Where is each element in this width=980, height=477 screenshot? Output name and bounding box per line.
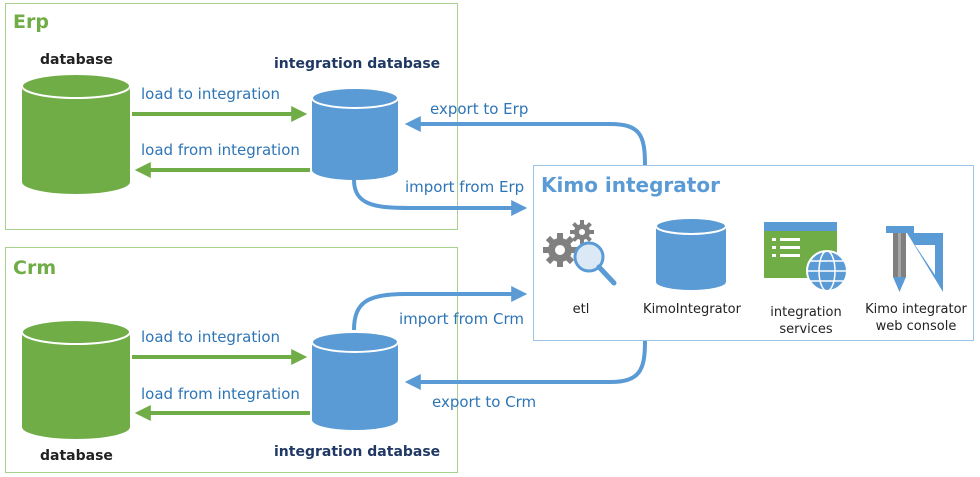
import-from-crm-label: import from Crm [399, 310, 524, 328]
database-icon [655, 217, 727, 290]
kimo-integrator-title: Kimo integrator [541, 173, 720, 197]
crm-integration-database-label: integration database [274, 444, 441, 460]
import-from-erp-arrow [352, 179, 528, 216]
export-to-erp-arrow [404, 116, 647, 166]
crm-integration-database-icon [311, 331, 399, 430]
kimointegrator-caption: KimoIntegrator [643, 302, 741, 317]
erp-title: Erp [13, 11, 49, 33]
erp-integration-database-icon [311, 87, 399, 180]
integration-services-caption-line2: services [779, 322, 833, 337]
export-to-crm-arrow [404, 340, 647, 390]
integration-services-caption-line1: integration [770, 305, 842, 320]
integration-services-caption: integration services [758, 304, 854, 338]
pencil-ruler-icon [886, 226, 943, 292]
erp-integration-database-label: integration database [274, 56, 441, 72]
crm-load-from-label: load from integration [141, 385, 300, 403]
etl-caption: etl [572, 302, 590, 317]
gears-magnifier-icon [543, 220, 617, 286]
erp-load-to-label: load to integration [141, 85, 281, 103]
erp-load-from-label: load from integration [141, 141, 300, 159]
import-from-erp-label: import from Erp [405, 178, 525, 196]
export-to-erp-label: export to Erp [430, 100, 529, 118]
services-globe-icon [764, 222, 848, 292]
crm-title: Crm [13, 257, 57, 279]
web-console-caption: Kimo integrator web console [860, 301, 972, 335]
export-to-crm-label: export to Crm [432, 393, 537, 411]
erp-database-icon [21, 73, 131, 194]
erp-database-label: database [40, 52, 113, 68]
crm-database-label: database [40, 448, 113, 464]
crm-load-to-label: load to integration [141, 328, 281, 346]
import-from-crm-arrow [352, 286, 528, 331]
web-console-caption-line1: Kimo integrator [865, 302, 967, 317]
web-console-caption-line2: web console [875, 319, 957, 334]
crm-database-icon [21, 319, 131, 439]
